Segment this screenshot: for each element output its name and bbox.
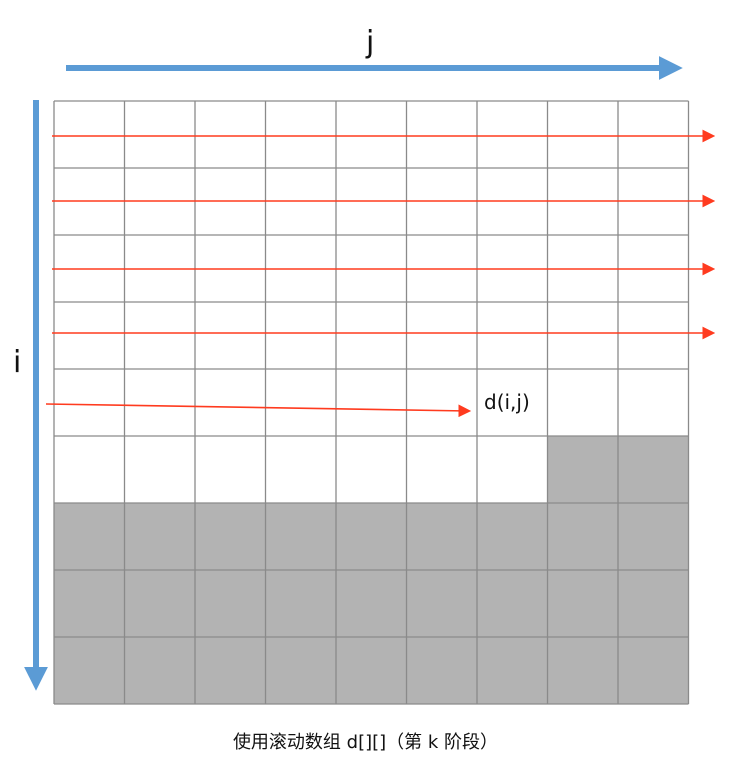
- grid-cell: [618, 637, 689, 704]
- grid-cell: [54, 101, 125, 168]
- grid-cell: [618, 570, 689, 637]
- grid-cells: [54, 101, 689, 704]
- grid-cell: [265, 302, 336, 369]
- grid-cell: [195, 436, 266, 503]
- figure-caption: 使用滚动数组 d[][]（第 k 阶段）: [232, 732, 499, 753]
- grid-cell: [406, 302, 477, 369]
- grid-cell: [547, 570, 618, 637]
- grid-cell: [618, 101, 689, 168]
- grid-cell: [124, 503, 195, 570]
- grid-cell: [54, 302, 125, 369]
- current-cell-label: d(i,j): [484, 390, 530, 414]
- grid-cell: [54, 436, 125, 503]
- j-axis-label: j: [366, 25, 375, 60]
- grid-cell: [477, 570, 548, 637]
- i-axis-label: i: [13, 345, 22, 380]
- grid-cell: [547, 637, 618, 704]
- grid-cell: [265, 503, 336, 570]
- grid-cell: [265, 637, 336, 704]
- grid-cell: [124, 570, 195, 637]
- grid-cell: [124, 637, 195, 704]
- grid-cell: [406, 503, 477, 570]
- grid-cell: [477, 302, 548, 369]
- grid-cell: [406, 436, 477, 503]
- grid-cell: [547, 101, 618, 168]
- grid-cell: [618, 503, 689, 570]
- current-cell: [547, 436, 618, 503]
- grid-cell: [336, 302, 407, 369]
- grid-cell: [195, 637, 266, 704]
- grid-cell: [265, 101, 336, 168]
- grid-cell: [124, 436, 195, 503]
- grid-cell: [54, 570, 125, 637]
- grid-cell: [618, 369, 689, 436]
- grid-cell: [547, 369, 618, 436]
- grid-cell: [547, 503, 618, 570]
- grid-cell: [54, 369, 125, 436]
- grid-cell: [477, 503, 548, 570]
- grid-cell: [618, 436, 689, 503]
- partial-scan-arrow: [45, 403, 472, 418]
- grid-cell: [406, 101, 477, 168]
- grid-cell: [54, 503, 125, 570]
- grid-cell: [336, 570, 407, 637]
- grid-cell: [477, 436, 548, 503]
- grid-cell: [477, 101, 548, 168]
- grid-cell: [477, 637, 548, 704]
- grid-cell: [477, 369, 548, 436]
- grid-cell: [265, 570, 336, 637]
- grid-cell: [265, 436, 336, 503]
- grid-cell: [195, 503, 266, 570]
- grid-cell: [336, 637, 407, 704]
- grid-cell: [124, 369, 195, 436]
- grid-cell: [195, 302, 266, 369]
- grid-cell: [336, 101, 407, 168]
- grid-cell: [336, 436, 407, 503]
- grid-cell: [124, 302, 195, 369]
- grid-cell: [195, 570, 266, 637]
- grid-cell: [406, 637, 477, 704]
- grid-cell: [336, 503, 407, 570]
- row-scan-arrows: [45, 129, 716, 418]
- grid-cell: [54, 637, 125, 704]
- grid-cell: [336, 369, 407, 436]
- grid-cell: [265, 369, 336, 436]
- grid-cell: [406, 570, 477, 637]
- grid-cell: [124, 101, 195, 168]
- grid-cell: [547, 302, 618, 369]
- grid-cell: [406, 369, 477, 436]
- grid-cell: [195, 369, 266, 436]
- grid-cell: [618, 302, 689, 369]
- grid-cell: [195, 101, 266, 168]
